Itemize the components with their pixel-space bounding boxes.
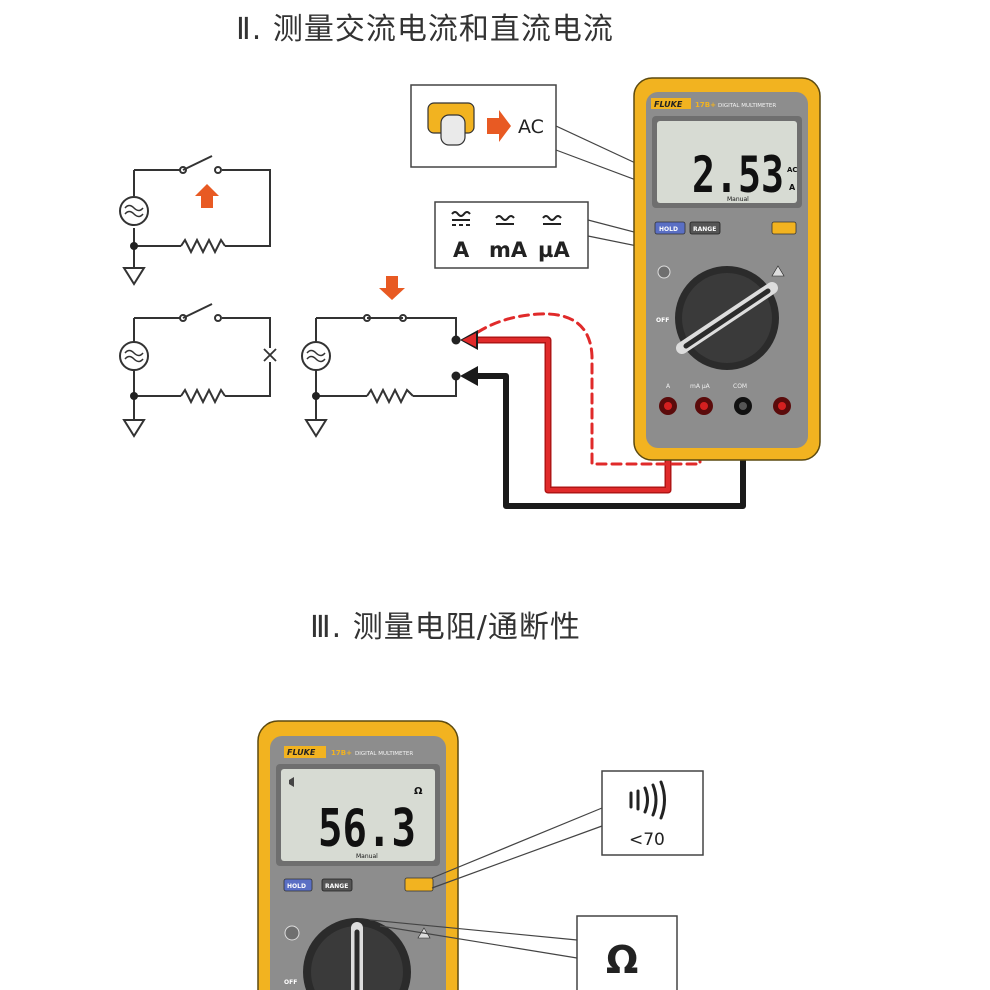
gear-icon (657, 265, 671, 279)
circuit-3 (301, 314, 457, 438)
section-3-title: Ⅲ. 测量电阻/通断性 (310, 610, 581, 645)
terminal-dot (451, 371, 461, 381)
meter2-brand: FLUKE (287, 748, 316, 757)
meter2-unit: Ω (414, 786, 423, 797)
meter1-unit-a: A (789, 183, 796, 192)
meter2-mode: Manual (356, 853, 378, 860)
svg-text:RANGE: RANGE (693, 226, 716, 233)
meter1-yellow-button[interactable] (771, 221, 797, 235)
callout-ohm: Ω (576, 915, 678, 990)
meter2-model-desc: DIGITAL MULTIMETER (355, 751, 413, 757)
circuit-1 (119, 155, 271, 286)
brand-badge (284, 746, 326, 758)
svg-text:HOLD: HOLD (659, 226, 678, 233)
meter1-hold-button[interactable] (654, 221, 686, 235)
speaker-icon (289, 777, 294, 787)
gear-icon (284, 925, 300, 941)
svg-text:A: A (666, 383, 671, 390)
meter1-model-desc: DIGITAL MULTIMETER (718, 103, 776, 109)
meter2-yellow-button[interactable] (404, 877, 434, 892)
meter1-reading: 2.53 (692, 146, 784, 204)
callout-continuity-label: <70 (629, 830, 665, 850)
svg-text:OFF: OFF (284, 979, 297, 986)
arrow-down-icon (379, 276, 405, 300)
svg-text:COM: COM (733, 383, 747, 390)
meter1-brand: FLUKE (654, 100, 683, 109)
section-2-title: Ⅱ. 测量交流电流和直流电流 (236, 12, 614, 47)
meter2-range-button[interactable] (321, 878, 353, 892)
junction-dot (130, 242, 138, 250)
unit-a-label: A (453, 238, 470, 262)
test-leads (466, 312, 746, 509)
meter1-mode: Manual (727, 196, 749, 203)
brand-badge (651, 98, 691, 109)
meter2-lcd (281, 769, 435, 861)
warning-icon (771, 265, 785, 277)
meter1-lcd (657, 121, 797, 203)
svg-text:OFF: OFF (656, 317, 669, 324)
callout-ac-label: AC (518, 116, 544, 138)
junction-dot (130, 392, 138, 400)
junction-dot (312, 392, 320, 400)
meter2-model: 17B+ (331, 749, 352, 757)
unit-ma-label: mA (489, 238, 528, 262)
svg-text:mA µA: mA µA (690, 383, 711, 390)
multimeter-2: FLUKE 17B+ DIGITAL MULTIMETER 56.3 Ω Man… (257, 720, 459, 990)
svg-text:HOLD: HOLD (287, 883, 306, 890)
callout-ac: AC (410, 84, 557, 168)
multimeter-1: FLUKE 17B+ DIGITAL MULTIMETER 2.53 AC A … (633, 77, 821, 461)
continuity-beep-icon (629, 780, 666, 820)
meter2-hold-button[interactable] (283, 878, 313, 892)
meter2-reading: 56.3 (318, 799, 416, 859)
terminal-dot (451, 335, 461, 345)
circuit-2 (119, 303, 277, 438)
callout-units: A mA µA (434, 201, 589, 269)
arrow-up-icon (195, 184, 219, 208)
unit-ua-label: µA (538, 238, 570, 262)
meter1-unit-ac: AC (787, 166, 798, 174)
switch-button-icon (440, 114, 466, 146)
meter1-model: 17B+ (695, 101, 716, 109)
arrow-right-icon (487, 110, 511, 142)
meter1-range-button[interactable] (689, 221, 721, 235)
svg-text:RANGE: RANGE (325, 883, 348, 890)
black-lead-arrow-icon (460, 366, 478, 386)
callout-continuity: <70 (601, 770, 704, 856)
callout-ohm-label: Ω (606, 938, 638, 982)
